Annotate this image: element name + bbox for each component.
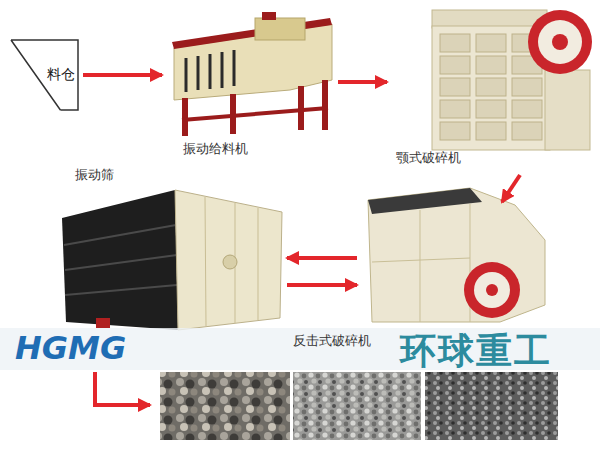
product-photos-part: [293, 372, 421, 440]
jaw-crusher-illustration-part-part: [512, 78, 542, 96]
logo-band: [0, 328, 600, 370]
feeder-illustration-part: [182, 108, 328, 120]
vibrating-screen-illustration-part: [64, 225, 176, 245]
jaw-crusher-illustration-part: [528, 10, 592, 74]
feeder-illustration-part: [262, 12, 276, 20]
jaw-crusher-node: 颚式破碎机: [390, 0, 595, 172]
product-photos: [160, 372, 558, 440]
impact-crusher-illustration-part: [368, 188, 545, 322]
impact-crusher-illustration-part: [372, 258, 470, 262]
vibrating-screen-illustration: [62, 190, 282, 330]
jaw-crusher-illustration-part-part: [440, 100, 470, 118]
jaw-crusher-illustration-part: [440, 34, 542, 140]
impact-crusher-illustration-part: [464, 262, 520, 318]
impact-crusher-illustration-part: [368, 188, 482, 214]
jaw-crusher-illustration-part: [552, 34, 568, 50]
feeder-illustration-part: [185, 58, 188, 92]
feeder-illustration-part: [221, 52, 224, 88]
product-photos-part: [160, 372, 290, 440]
jaw-crusher-illustration-part-part: [476, 100, 506, 118]
product-arrow: [95, 372, 150, 405]
jaw-crusher-illustration-part-part: [512, 122, 542, 140]
impact-crusher-node: 反击式破碎机: [360, 205, 548, 333]
impact-crusher-illustration: [368, 188, 545, 322]
vibrating-screen-illustration-part: [258, 208, 259, 320]
feeder-illustration-part: [255, 18, 305, 40]
feeder-illustration-part: [298, 86, 304, 130]
hopper-box: 料仓: [10, 38, 80, 112]
company-name: 环球重工: [400, 333, 552, 369]
impact-crusher-illustration-part: [486, 284, 498, 296]
machine-label: 振动筛: [75, 167, 114, 183]
machine-label: 振动给料机: [183, 141, 248, 157]
jaw-crusher-illustration: [432, 10, 592, 150]
machine-label: 料仓: [47, 66, 75, 83]
impact-crusher-illustration-part: [420, 210, 421, 322]
jaw-crusher-illustration-part: [432, 10, 547, 28]
jaw-crusher-illustration-part-part: [476, 122, 506, 140]
product-photos-part: [425, 372, 558, 440]
feeder-illustration-part: [197, 56, 200, 90]
flow-arrow: [502, 175, 520, 202]
feeder-illustration: [172, 12, 332, 136]
logo-mark: HGMG: [15, 332, 126, 364]
jaw-crusher-illustration-part-part: [476, 34, 506, 52]
flow-arrow: [338, 80, 387, 84]
jaw-crusher-illustration-part-part: [476, 56, 506, 74]
vibrating-screen-illustration-part: [62, 190, 178, 330]
machine-label: 颚式破碎机: [396, 150, 461, 166]
feeder-illustration-part: [322, 80, 328, 130]
flow-arrow: [287, 256, 357, 260]
screen-node: 振动筛: [55, 165, 284, 333]
jaw-crusher-illustration-part-part: [440, 78, 470, 96]
feeder-illustration-part: [182, 98, 188, 136]
vibrating-screen-illustration-part: [223, 255, 237, 269]
flow-arrow: [83, 73, 162, 77]
hopper-outline-path: [11, 40, 78, 110]
jaw-crusher-illustration-part: [545, 70, 590, 150]
flow-arrow: [287, 283, 357, 287]
jaw-crusher-illustration-part-part: [512, 100, 542, 118]
jaw-crusher-illustration-part-part: [440, 34, 470, 52]
vibrating-screen-illustration-part: [65, 255, 177, 270]
feeder-illustration-part: [209, 54, 212, 89]
vibrating-screen-illustration-part: [175, 190, 282, 330]
jaw-crusher-illustration-part-part: [440, 56, 470, 74]
feeder-illustration-part: [233, 50, 236, 86]
jaw-crusher-illustration-part-part: [440, 122, 470, 140]
vibrating-screen-illustration-part: [65, 285, 177, 295]
feeder-node: 振动给料机: [165, 10, 335, 160]
jaw-crusher-illustration-part-part: [476, 78, 506, 96]
impact-crusher-illustration-part: [474, 272, 510, 308]
machine-label: 反击式破碎机: [293, 333, 371, 349]
vibrating-screen-illustration-part: [96, 318, 110, 328]
feeder-illustration-part: [172, 18, 332, 49]
jaw-crusher-illustration-part: [538, 20, 582, 64]
vibrating-screen-illustration-part: [205, 197, 206, 326]
